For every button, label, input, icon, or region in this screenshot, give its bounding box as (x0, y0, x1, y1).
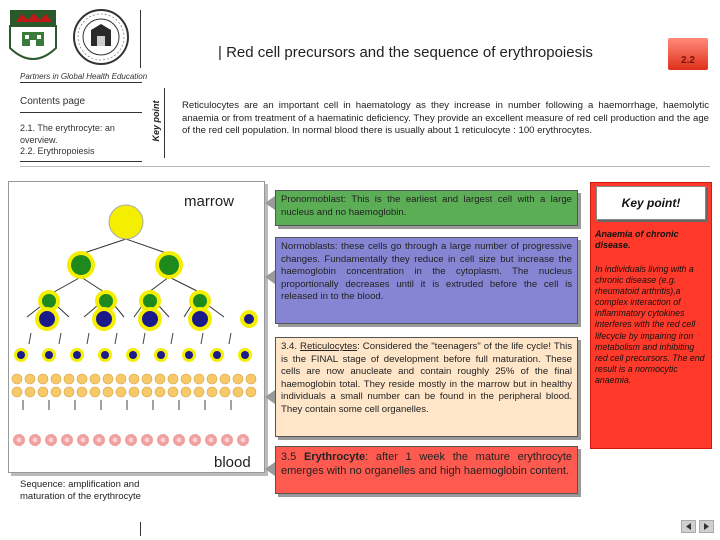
normoblast-cells-medium (38, 290, 211, 312)
blood-label: blood (214, 454, 251, 471)
divider (20, 82, 142, 83)
triangle-left-icon (686, 523, 691, 530)
marrow-label: marrow (184, 193, 235, 210)
key-point-text: Reticulocytes are an important cell in h… (182, 100, 709, 136)
normoblast-cells-large (67, 251, 183, 279)
footer-divider (140, 522, 141, 536)
partners-label: Partners in Global Health Education (20, 72, 148, 81)
contents-page-link[interactable]: Contents page (20, 96, 86, 107)
lineage-lines (26, 238, 225, 318)
reticulocytes-prefix: 3.4. (281, 341, 301, 352)
erythrocyte-box: 3.5 Erythrocyte: after 1 week the mature… (275, 446, 578, 494)
normoblasts-box: Normoblasts: these cells go through a la… (275, 237, 578, 324)
divider (20, 112, 142, 113)
university-crest-logo (8, 8, 58, 68)
reticulocytes-box: 3.4. Reticulocytes: Considered the "teen… (275, 337, 578, 437)
previous-slide-button[interactable] (681, 520, 696, 533)
reticulocytes-text: : Considered the "teenagers" of the life… (281, 341, 573, 415)
divider (20, 161, 142, 162)
key-point-subheading: Anaemia of chronic disease. (595, 229, 679, 250)
key-point-label: Key point (151, 100, 161, 142)
header-divider (140, 10, 141, 68)
pointer-arrow-icon (265, 270, 275, 284)
reticulocyte-rows (11, 373, 257, 398)
key-point-heading: Key point! (596, 186, 706, 220)
toc-item-erythrocyte-overview[interactable]: 2.1. The erythrocyte: an overview. (20, 123, 115, 145)
stage-ticks (22, 332, 232, 410)
divider (20, 166, 710, 167)
key-point-vertical-label: Key point (148, 88, 165, 158)
erythrocyte-term: Erythrocyte (303, 451, 366, 463)
slide-number-badge: 2.2 (668, 38, 708, 70)
orthochromatic-normoblast-row (14, 348, 252, 362)
triangle-right-icon (704, 523, 709, 530)
sequence-caption: Sequence: amplification and maturation o… (20, 479, 141, 502)
next-slide-button[interactable] (699, 520, 714, 533)
page-title: | Red cell precursors and the sequence o… (218, 44, 593, 61)
erythrocyte-text: : after 1 week the mature erythrocyte em… (281, 451, 572, 477)
toc-item-erythropoiesis[interactable]: 2.2. Erythropoiesis (20, 146, 95, 156)
college-of-medicine-logo (72, 8, 130, 66)
pronormoblast-box: Pronormoblast: This is the earliest and … (275, 190, 578, 226)
pointer-arrow-icon (265, 390, 275, 404)
erythropoiesis-diagram (8, 181, 265, 473)
erythrocyte-row (13, 434, 249, 446)
pointer-arrow-icon (265, 462, 275, 476)
normoblast-cells-late (35, 307, 258, 331)
reticulocytes-term: Reticulocytes (300, 341, 358, 352)
key-point-panel (590, 182, 712, 449)
pointer-arrow-icon (265, 196, 275, 210)
pronormoblast-cell (108, 204, 144, 240)
erythrocyte-prefix: 3.5 (281, 451, 304, 463)
key-point-body: In individuals living with a chronic dis… (595, 264, 705, 385)
